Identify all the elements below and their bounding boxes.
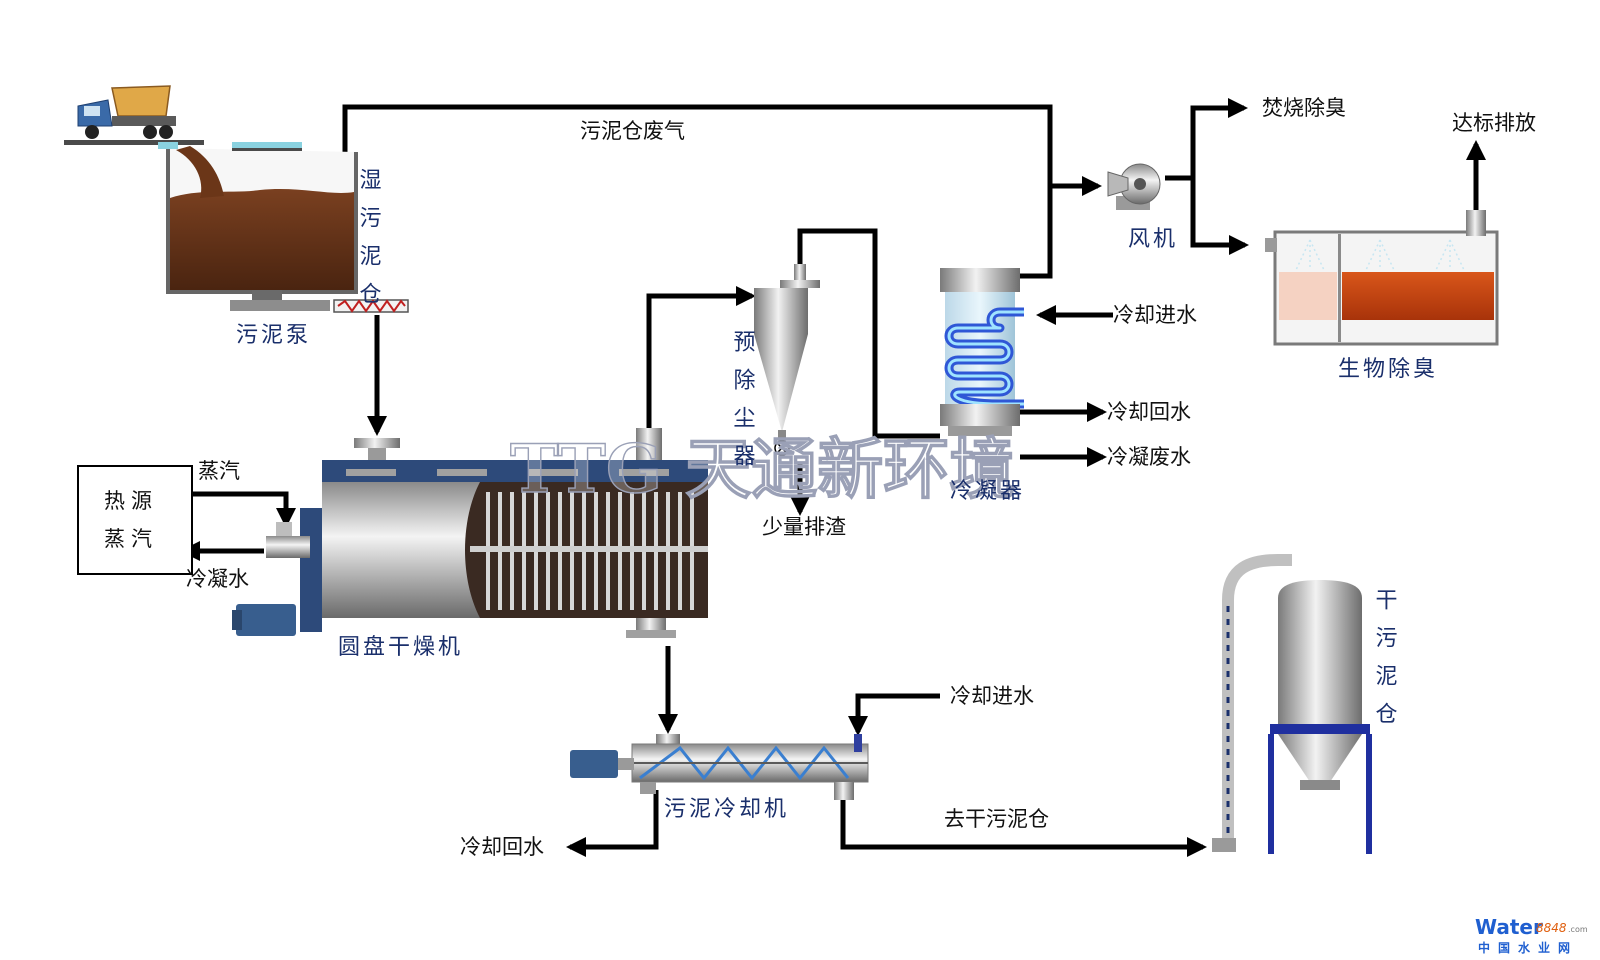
logo-cn: 中国水业网	[1478, 940, 1578, 955]
bio-deodorization-tank	[1265, 210, 1499, 346]
incinerate-label: 焚烧除臭	[1262, 96, 1346, 120]
labels: 湿污泥仓 污泥泵 污泥仓废气 焚烧除臭 达标排放 风机 生物除臭 冷却进水 冷却…	[104, 96, 1536, 859]
condenser	[940, 268, 1024, 436]
fan-label: 风机	[1128, 227, 1178, 252]
steam-label: 蒸汽	[198, 459, 240, 483]
dump-truck-icon	[64, 85, 204, 145]
cooling-back-bottom-label: 冷却回水	[460, 835, 544, 859]
disc-dryer	[232, 428, 708, 638]
logo-number: 8848	[1536, 921, 1567, 935]
condensate-label: 冷凝水	[186, 567, 249, 591]
sludge-cooler-label: 污泥冷却机	[664, 797, 789, 822]
logo-brand: Water	[1475, 915, 1543, 939]
cooling-back-top-label: 冷却回水	[1107, 400, 1191, 424]
watermark: TTG 天通新环境	[510, 430, 1015, 508]
precleaner-label: 预除尘器	[730, 330, 756, 482]
silo-exhaust-label: 污泥仓废气	[580, 119, 685, 143]
wet-sludge-silo	[158, 142, 358, 311]
cond-wastewater-label: 冷凝废水	[1107, 445, 1191, 469]
dry-sludge-silo	[1212, 554, 1372, 854]
pipes	[180, 98, 1486, 857]
bio-deodor-label: 生物除臭	[1338, 357, 1438, 382]
slag-label: 少量排渣	[762, 515, 846, 539]
wet-silo-label: 湿污泥仓	[356, 168, 382, 320]
sludge-pump-label: 污泥泵	[236, 323, 311, 348]
cooling-in-top-label: 冷却进水	[1113, 303, 1197, 327]
disc-dryer-label: 圆盘干燥机	[338, 635, 463, 660]
dry-silo-label: 干污泥仓	[1372, 588, 1398, 740]
condenser-label: 冷凝器	[950, 479, 1025, 504]
cooling-in-bottom-label: 冷却进水	[950, 684, 1034, 708]
to-dry-silo-label: 去干污泥仓	[944, 807, 1049, 831]
logo-suffix: .com	[1568, 925, 1588, 934]
heat-source-label-2: 蒸汽	[104, 527, 158, 551]
site-logo: Water 8848 .com 中国水业网	[1475, 915, 1588, 955]
discharge-label: 达标排放	[1452, 111, 1536, 135]
fan-icon	[1107, 163, 1161, 210]
heat-source-box	[77, 465, 193, 575]
cyclone-precleaner	[754, 264, 820, 456]
screw-conveyor-small	[333, 299, 409, 313]
sludge-cooler	[570, 734, 869, 800]
heat-source-label-1: 热源	[104, 489, 158, 513]
